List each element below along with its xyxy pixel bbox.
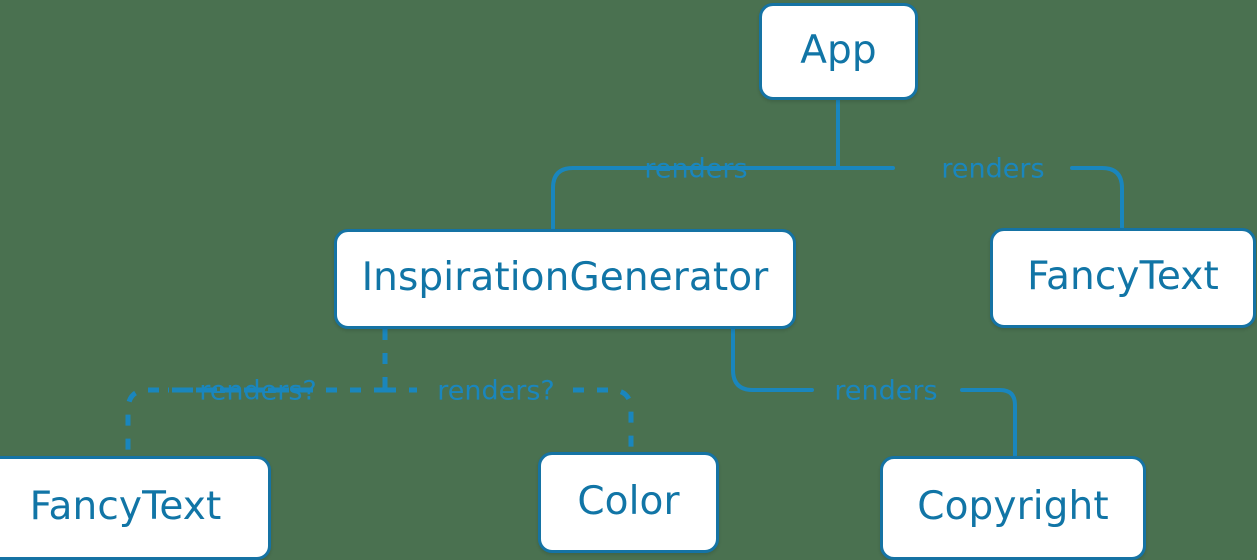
node-fancytext-right[interactable]: FancyText xyxy=(990,228,1256,328)
edge-label-inspiration-copyright: renders xyxy=(834,375,938,407)
edge-label-app-inspiration: renders xyxy=(644,153,748,185)
node-fancytext-right-label: FancyText xyxy=(1027,254,1219,299)
node-fancytext-left[interactable]: FancyText xyxy=(0,456,271,560)
node-color[interactable]: Color xyxy=(538,452,719,553)
edge-label-inspiration-color: renders? xyxy=(437,375,555,407)
node-inspiration-generator[interactable]: InspirationGenerator xyxy=(334,229,796,329)
node-color-label: Color xyxy=(577,478,680,524)
edge-label-app-fancytext-right: renders xyxy=(941,153,1045,185)
node-app-label: App xyxy=(800,27,877,73)
node-inspiration-generator-label: InspirationGenerator xyxy=(361,255,769,300)
node-app[interactable]: App xyxy=(759,3,918,100)
node-copyright[interactable]: Copyright xyxy=(880,456,1146,560)
edge-label-inspiration-fancytext-left: renders? xyxy=(199,375,317,407)
node-fancytext-left-label: FancyText xyxy=(29,484,222,529)
node-copyright-label: Copyright xyxy=(917,484,1109,529)
